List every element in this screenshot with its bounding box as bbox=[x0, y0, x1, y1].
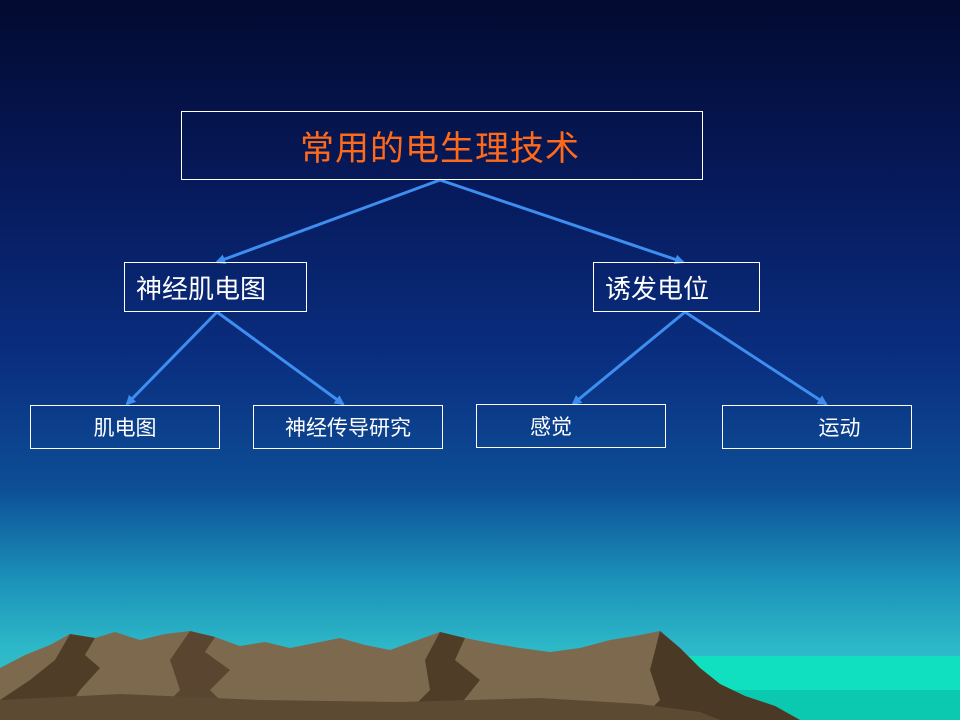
arrow-branch-1-to-leaf-2 bbox=[216, 310, 345, 406]
arrow-branch-1-to-leaf-1 bbox=[125, 310, 219, 406]
arrow-branch-2-to-leaf-1 bbox=[571, 310, 686, 406]
mountain-shadow-1 bbox=[0, 634, 100, 720]
arrow-root-to-branch-2 bbox=[439, 178, 685, 265]
leaf-node-4: 运动 bbox=[722, 405, 912, 449]
root-node: 常用的电生理技术 bbox=[181, 111, 703, 180]
leaf-label-1: 肌电图 bbox=[93, 416, 157, 440]
leaf-node-3: 感觉 bbox=[476, 404, 666, 448]
leaf-label-3: 感觉 bbox=[530, 415, 572, 439]
leaf-node-2: 神经传导研究 bbox=[253, 405, 443, 449]
mountain-shadow-3 bbox=[400, 632, 490, 720]
branch-node-2: 诱发电位 bbox=[593, 262, 760, 312]
arrow-root-to-branch-1 bbox=[215, 178, 441, 264]
mountain-foreground bbox=[0, 694, 720, 720]
branch-label-1: 神经肌电图 bbox=[136, 274, 267, 305]
mountain-shadow-4 bbox=[640, 631, 800, 720]
leaf-label-2: 神经传导研究 bbox=[285, 416, 411, 440]
leaf-label-4: 运动 bbox=[818, 416, 861, 440]
arrow-branch-2-to-leaf-2 bbox=[684, 310, 828, 406]
branch-label-2: 诱发电位 bbox=[605, 274, 710, 305]
root-label: 常用的电生理技术 bbox=[300, 129, 580, 169]
leaf-node-1: 肌电图 bbox=[30, 405, 220, 449]
branch-node-1: 神经肌电图 bbox=[124, 262, 307, 312]
